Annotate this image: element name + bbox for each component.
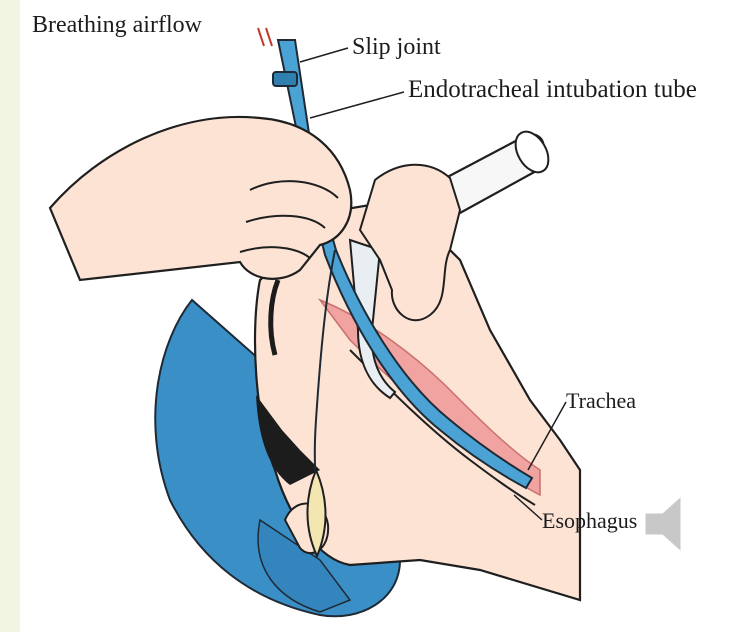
endotracheal-tube-label: Endotracheal intubation tube [408, 76, 697, 104]
slip-joint-connector [273, 72, 297, 86]
speaker-icon[interactable] [624, 468, 720, 578]
tube-leader [310, 92, 404, 118]
slip-joint-leader [300, 48, 348, 62]
trachea-label: Trachea [566, 388, 636, 414]
airflow-arrows [258, 28, 272, 46]
illustration-panel: Breathing airflow Slip joint Endotrachea… [20, 0, 742, 632]
breathing-airflow-label: Breathing airflow [32, 12, 202, 39]
slip-joint-label: Slip joint [352, 34, 441, 61]
